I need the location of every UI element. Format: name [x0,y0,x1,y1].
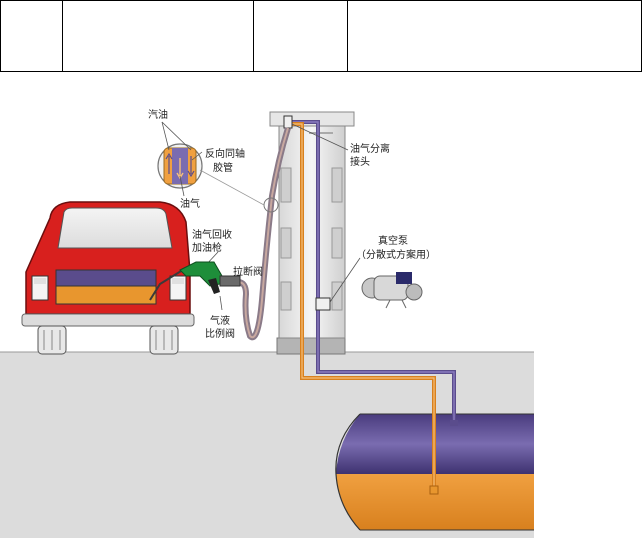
leader-lines [161,121,361,311]
label-nozzle-2: 加油枪 [192,241,222,254]
label-ratio-valve-1: 气液 [210,314,230,327]
label-separator-2: 接头 [350,155,370,168]
vacuum-pump [361,272,423,309]
label-separator-1: 油气分离 [350,142,390,155]
table-cell [253,0,348,72]
label-coaxial-hose-2: 胶管 [213,161,233,174]
header-table [0,0,642,72]
car [21,201,195,355]
fuel-dispenser [269,111,355,355]
pump-mount-box [315,297,331,311]
vapor-recovery-nozzle [179,261,241,294]
label-nozzle-1: 油气回收 [192,228,232,241]
label-vapor: 油气 [180,197,200,210]
table-cell [0,0,63,72]
label-ratio-valve-2: 比例阀 [205,327,235,340]
label-coaxial-hose-1: 反向同轴 [205,147,245,160]
label-vacuum-pump-1: 真空泵 [378,234,408,247]
hose-cross-section [157,143,265,206]
label-vacuum-pump-2: （分散式方案用） [356,248,436,261]
table-cell [62,0,254,72]
table-cell [347,0,642,72]
label-breakaway-valve: 拉断阀 [233,265,263,278]
fill-pipe [149,267,187,301]
label-gasoline: 汽油 [148,108,168,121]
separator-joint [283,115,293,129]
